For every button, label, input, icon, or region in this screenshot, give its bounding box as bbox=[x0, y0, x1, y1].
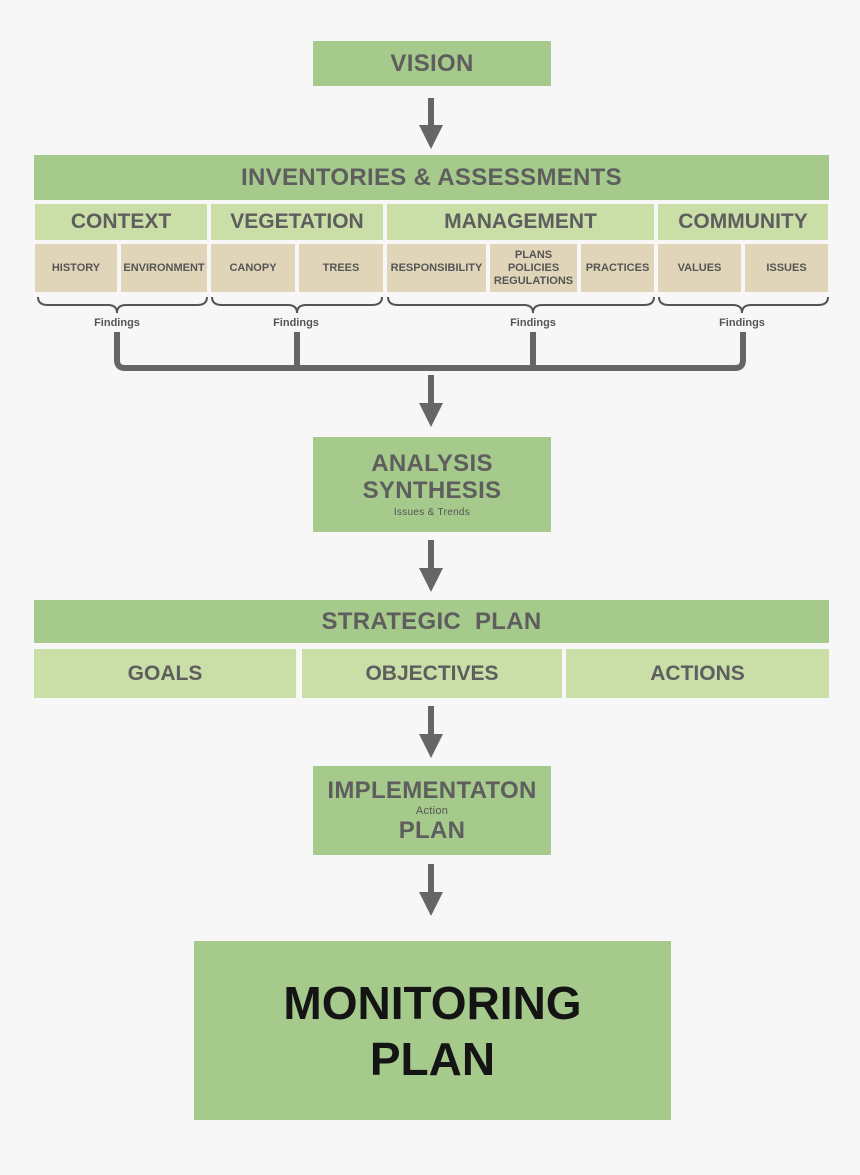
analysis-label: ANALYSIS bbox=[371, 450, 493, 477]
findings-vegetation: Findings bbox=[273, 317, 319, 329]
category-vegetation: VEGETATION bbox=[211, 204, 383, 240]
subitem-regulations-label: REGULATIONS bbox=[493, 274, 574, 287]
subitem-canopy: CANOPY bbox=[211, 244, 295, 292]
subitem-responsibility: RESPONSIBILITY bbox=[387, 244, 486, 292]
issues-trends-label: Issues & Trends bbox=[393, 507, 471, 518]
objectives-label: OBJECTIVES bbox=[365, 661, 499, 685]
category-context-label: CONTEXT bbox=[70, 210, 172, 233]
strategic-plan-title: STRATEGIC PLAN bbox=[321, 607, 542, 635]
subitem-values-label: VALUES bbox=[677, 261, 722, 274]
monitoring-label: MONITORING bbox=[283, 976, 582, 1029]
subitem-trees: TREES bbox=[299, 244, 383, 292]
implementation-plan-label: PLAN bbox=[398, 816, 466, 844]
strategic-goals: GOALS bbox=[34, 649, 296, 698]
goals-label: GOALS bbox=[127, 661, 203, 685]
curly-brace-context bbox=[37, 296, 208, 314]
subitem-trees-label: TREES bbox=[322, 261, 360, 274]
monitoring-plan-label: PLAN bbox=[369, 1032, 496, 1085]
category-vegetation-label: VEGETATION bbox=[230, 210, 364, 233]
strategic-actions: ACTIONS bbox=[566, 649, 829, 698]
vision-label: VISION bbox=[390, 49, 474, 77]
subitem-practices: PRACTICES bbox=[581, 244, 654, 292]
curly-brace-community bbox=[658, 296, 829, 314]
findings-context: Findings bbox=[94, 317, 140, 329]
findings-collector-bracket bbox=[114, 332, 746, 371]
subitem-plans-label: PLANS bbox=[514, 248, 553, 261]
subitem-history-label: HISTORY bbox=[51, 261, 101, 274]
subitem-responsibility-label: RESPONSIBILITY bbox=[390, 261, 483, 274]
inventories-title: INVENTORIES & ASSESSMENTS bbox=[241, 163, 622, 191]
subitem-policies-label: POLICIES bbox=[507, 261, 560, 274]
category-management: MANAGEMENT bbox=[387, 204, 654, 240]
subitem-canopy-label: CANOPY bbox=[229, 261, 277, 274]
category-community-label: COMMUNITY bbox=[678, 210, 808, 233]
category-community: COMMUNITY bbox=[658, 204, 828, 240]
inventories-header: INVENTORIES & ASSESSMENTS bbox=[34, 155, 829, 200]
implementation-box: IMPLEMENTATON Action PLAN bbox=[313, 766, 551, 855]
strategic-objectives: OBJECTIVES bbox=[302, 649, 562, 698]
strategic-plan-header: STRATEGIC PLAN bbox=[34, 600, 829, 643]
subitem-plans-policies-regulations: PLANS POLICIES REGULATIONS bbox=[490, 244, 577, 292]
subitem-issues-label: ISSUES bbox=[766, 261, 807, 274]
subitem-issues: ISSUES bbox=[745, 244, 828, 292]
subitem-values: VALUES bbox=[658, 244, 741, 292]
category-management-label: MANAGEMENT bbox=[444, 210, 597, 233]
action-label: Action bbox=[415, 804, 449, 817]
subitem-environment: ENVIRONMENT bbox=[121, 244, 207, 292]
findings-management: Findings bbox=[510, 317, 556, 329]
findings-community: Findings bbox=[719, 317, 765, 329]
monitoring-plan-box: MONITORING PLAN bbox=[194, 941, 671, 1120]
analysis-box: ANALYSIS SYNTHESIS Issues & Trends bbox=[313, 437, 551, 532]
subitem-environment-label: ENVIRONMENT bbox=[123, 261, 205, 274]
vision-box: VISION bbox=[313, 41, 551, 86]
subitem-history: HISTORY bbox=[35, 244, 117, 292]
category-context: CONTEXT bbox=[35, 204, 207, 240]
actions-label: ACTIONS bbox=[650, 661, 745, 685]
implementation-label: IMPLEMENTATON bbox=[327, 776, 537, 804]
subitem-practices-label: PRACTICES bbox=[585, 261, 650, 274]
synthesis-label: SYNTHESIS bbox=[362, 477, 502, 504]
curly-brace-vegetation bbox=[211, 296, 383, 314]
curly-brace-management bbox=[387, 296, 655, 314]
